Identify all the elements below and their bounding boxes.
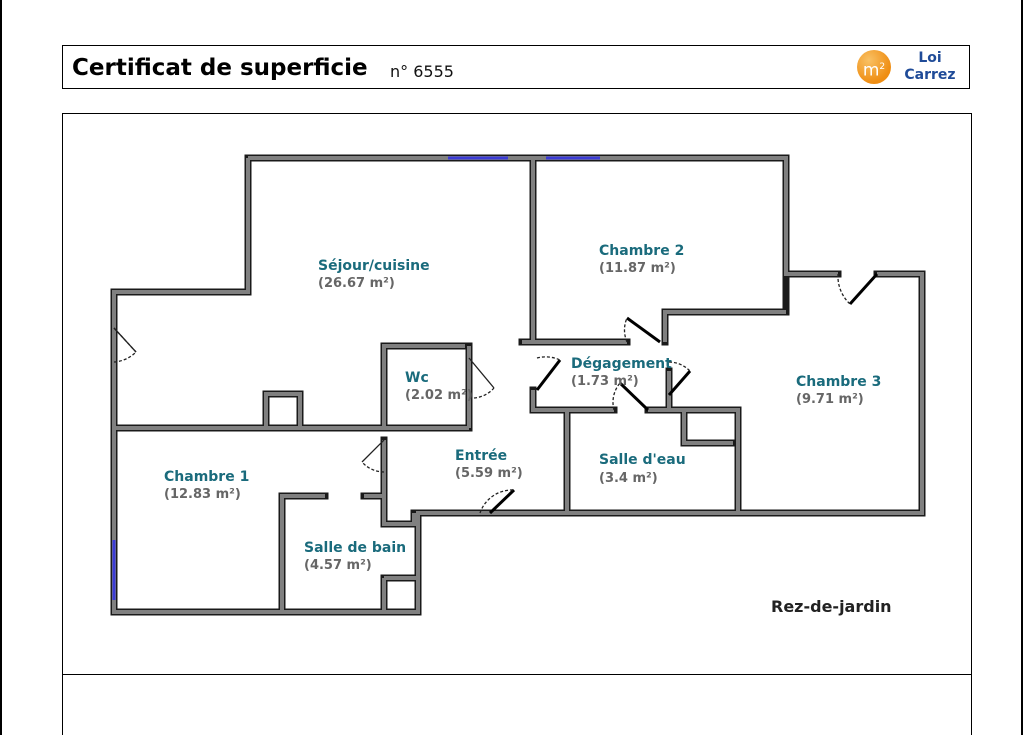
room-name-wc: Wc — [405, 370, 429, 386]
page-edge-left — [0, 0, 2, 735]
door-sejour-left-leaf — [113, 327, 137, 353]
door-chambre1-arc — [361, 461, 385, 473]
room-name-salle-eau: Salle d'eau — [599, 452, 686, 468]
room-name-chambre1: Chambre 1 — [164, 469, 250, 485]
door-entree-leaf — [488, 488, 516, 515]
floor-name-label: Rez-de-jardin — [771, 597, 892, 616]
wall-inner-wc — [114, 344, 471, 430]
wall-chambre2-right — [661, 270, 790, 346]
room-area-degagement: (1.73 m²) — [571, 374, 639, 389]
floor-plan-frame — [62, 113, 972, 735]
room-area-salle-eau: (3.4 m²) — [599, 471, 658, 486]
door-chambre2-arc — [623, 317, 628, 343]
door-chambre2-leaf — [626, 316, 661, 344]
room-area-sejour: (26.67 m²) — [318, 276, 395, 291]
room-area-salle-bain: (4.57 m²) — [304, 558, 372, 573]
wall-pillar — [262, 390, 304, 432]
room-area-entree: (5.59 m²) — [455, 466, 523, 481]
room-area-chambre2: (11.87 m²) — [599, 261, 676, 276]
wall-degagement-left — [529, 386, 618, 414]
logo-line-2: Carrez — [904, 67, 956, 83]
door-salle-eau-arc — [612, 382, 621, 411]
wall-inner-degagement — [531, 371, 740, 513]
loi-carrez-logo-text: Loi Carrez — [901, 50, 959, 84]
room-area-wc: (2.02 m²) — [405, 388, 473, 403]
m2-logo-icon: m2 — [857, 50, 891, 84]
doors — [113, 272, 879, 515]
wall-inner-chambre2-right — [663, 310, 786, 342]
room-name-chambre3: Chambre 3 — [796, 374, 882, 390]
door-entree-arc — [479, 489, 515, 514]
door-wc-arc — [468, 387, 495, 399]
room-name-salle-bain: Salle de bain — [304, 540, 407, 556]
room-name-chambre2: Chambre 2 — [599, 243, 685, 259]
logo-badge-text: m — [862, 60, 880, 81]
wall-inner-entree — [280, 440, 418, 612]
door-chambre1-leaf — [361, 439, 385, 463]
wall-outer-top — [244, 154, 842, 278]
certificate-header: Certificat de superficie n° 6555 m2 Loi … — [62, 45, 970, 89]
page-title: Certificat de superficie — [72, 55, 368, 81]
wall-inner-top — [248, 156, 838, 276]
room-name-sejour: Séjour/cuisine — [318, 258, 430, 274]
room-area-chambre1: (12.83 m²) — [164, 487, 241, 502]
door-wc-leaf — [468, 357, 495, 389]
certificate-number: n° 6555 — [390, 62, 454, 81]
wall-wc — [380, 342, 473, 432]
door-chambre3-top-arc — [837, 273, 851, 305]
door-salle-eau-leaf — [618, 381, 650, 412]
room-name-entree: Entrée — [455, 448, 508, 464]
wall-entree-left — [380, 436, 418, 528]
door-chambre3-arc — [668, 361, 691, 372]
wall-salle-eau-box — [680, 406, 737, 447]
room-area-chambre3: (9.71 m²) — [796, 392, 864, 407]
wall-inner-left — [112, 158, 924, 614]
wall-bain-right — [380, 574, 422, 616]
walls-inner — [112, 156, 924, 614]
wall-inner-sejour-chambre2 — [522, 158, 627, 344]
door-chambre3-leaf — [667, 370, 692, 396]
windows — [112, 156, 600, 600]
page-edge-right — [1021, 0, 1023, 735]
room-name-degagement: Dégagement — [571, 356, 672, 372]
logo-line-1: Loi — [918, 50, 942, 66]
door-degagement-left-arc — [536, 356, 561, 361]
door-chambre3-top-leaf — [848, 272, 879, 306]
door-degagement-left-leaf — [535, 359, 562, 391]
plan-divider — [62, 674, 972, 675]
logo-badge-exponent: 2 — [879, 62, 886, 72]
